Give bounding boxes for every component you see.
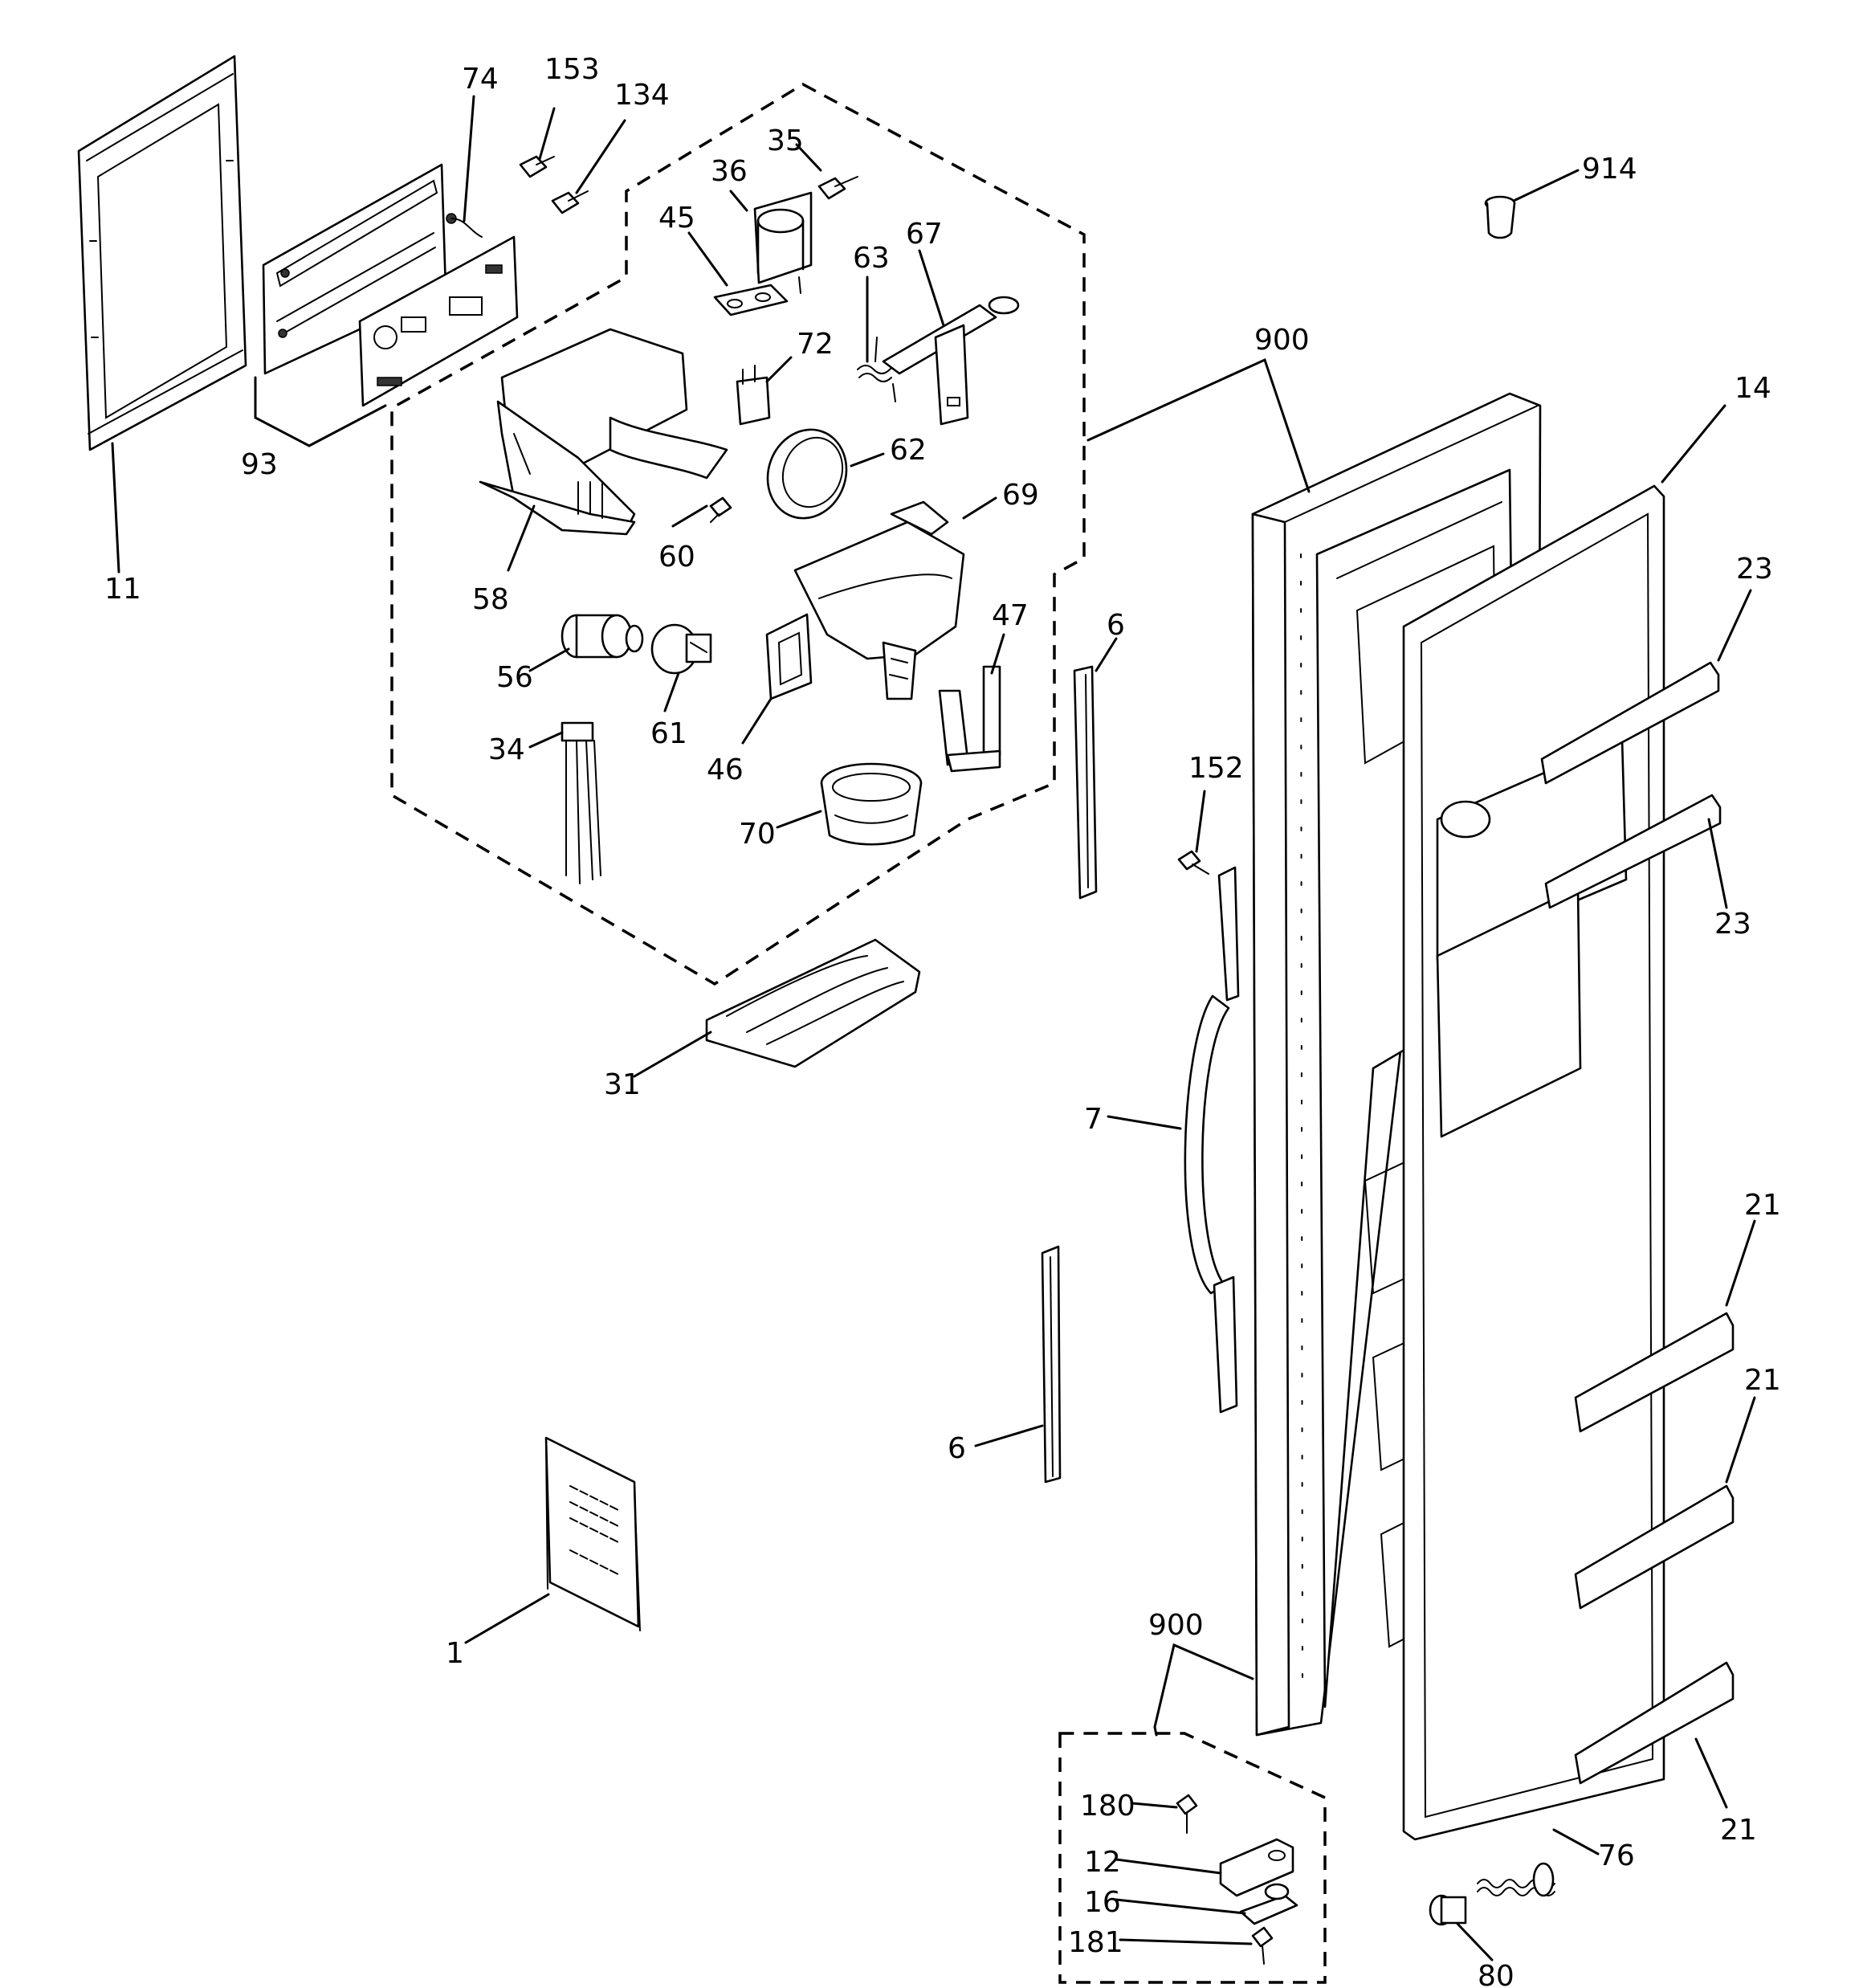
callout-14: 14 <box>1735 372 1771 405</box>
shelf-rail-23-upper-part <box>1540 661 1720 785</box>
motor-coupler-part <box>561 614 644 659</box>
screw-152-part <box>1177 850 1209 875</box>
callout-6-upper: 6 <box>1107 609 1125 642</box>
callout-23-upper: 23 <box>1736 553 1773 586</box>
callout-21-c: 21 <box>1720 1814 1757 1847</box>
callout-12: 12 <box>1084 1846 1121 1879</box>
switch-part <box>736 365 771 426</box>
callout-16: 16 <box>1084 1886 1121 1919</box>
callout-58: 58 <box>472 583 509 616</box>
bin-rail-21-b-part <box>1574 1484 1735 1610</box>
callout-labels: 11 93 74 153 134 35 36 45 67 63 72 62 69… <box>104 53 1781 1988</box>
callout-63: 63 <box>853 242 890 275</box>
callout-45: 45 <box>658 202 695 235</box>
callout-56: 56 <box>496 661 533 694</box>
bracket-47-part <box>938 665 1001 773</box>
wire-harness-part <box>561 721 601 884</box>
callout-60: 60 <box>658 541 695 574</box>
callout-80: 80 <box>1478 1960 1514 1988</box>
callout-35: 35 <box>767 125 804 157</box>
screw-181-part <box>1251 1926 1274 1965</box>
callout-76: 76 <box>1598 1839 1635 1872</box>
collar-part <box>820 762 923 846</box>
chute-housing-part <box>479 328 728 536</box>
manual-part <box>544 1436 641 1631</box>
trim-6-upper-part <box>1073 665 1098 900</box>
callout-74: 74 <box>462 63 499 96</box>
callout-181: 181 <box>1068 1926 1123 1959</box>
callout-900-bottom: 900 <box>1148 1609 1204 1642</box>
bin-rail-21-a-part <box>1574 1312 1735 1433</box>
callout-21-b: 21 <box>1744 1364 1781 1397</box>
callout-23-lower: 23 <box>1714 908 1751 941</box>
callout-180: 180 <box>1080 1790 1135 1823</box>
drive-coupler-part <box>650 623 712 675</box>
callout-153: 153 <box>544 53 600 86</box>
bezel-frame-part <box>77 55 247 451</box>
callout-93: 93 <box>241 448 278 481</box>
circuit-board-part <box>358 213 519 407</box>
dispenser-assembly-boundary <box>390 82 1086 986</box>
callout-7: 7 <box>1084 1103 1103 1136</box>
solenoid-part <box>753 191 813 300</box>
callout-152: 152 <box>1188 752 1244 785</box>
funnel-part <box>793 500 965 700</box>
screw-134-part <box>551 190 589 214</box>
callout-36: 36 <box>711 155 748 188</box>
shelf-rail-23-lower-part <box>1544 794 1722 909</box>
ring-part <box>766 428 848 520</box>
callout-61: 61 <box>650 717 687 750</box>
callout-70: 70 <box>739 818 776 851</box>
actuator-lever-part <box>882 296 1020 426</box>
callout-914: 914 <box>1582 153 1637 186</box>
callout-46: 46 <box>707 753 744 786</box>
callout-62: 62 <box>890 434 927 467</box>
handle-part <box>1184 866 1240 1414</box>
callout-134: 134 <box>614 79 670 112</box>
callout-900-top: 900 <box>1254 324 1310 357</box>
inner-door-frame-part <box>1402 484 1665 1841</box>
callout-47: 47 <box>992 599 1029 632</box>
callout-67: 67 <box>906 218 943 251</box>
hinge-kit-boundary <box>1058 1732 1327 1984</box>
water-tube-part <box>1477 1862 1555 1897</box>
callout-21-a: 21 <box>1744 1189 1781 1222</box>
callout-6-lower: 6 <box>948 1432 966 1465</box>
callout-31: 31 <box>604 1068 641 1101</box>
hinge-pin-part <box>1239 1883 1298 1925</box>
cap-part <box>1484 195 1516 239</box>
screw-60-part <box>709 496 732 523</box>
leader-lines <box>111 95 1756 1961</box>
bin-rail-21-c-part <box>1574 1661 1735 1785</box>
screw-35-part <box>817 176 858 200</box>
callout-11: 11 <box>104 573 141 606</box>
screw-180-part <box>1176 1794 1198 1834</box>
hinge-bracket-part <box>1219 1838 1294 1897</box>
trim-6-lower-part <box>1041 1245 1062 1484</box>
screw-153-part <box>519 155 555 178</box>
callout-72: 72 <box>797 328 834 361</box>
callout-69: 69 <box>1002 479 1039 512</box>
mounting-plate-part <box>713 284 789 316</box>
flap-part <box>765 613 813 700</box>
drip-tray-part <box>705 938 921 1068</box>
callout-34: 34 <box>488 733 525 766</box>
callout-1: 1 <box>446 1637 464 1670</box>
fitting-80-part <box>1429 1894 1467 1926</box>
